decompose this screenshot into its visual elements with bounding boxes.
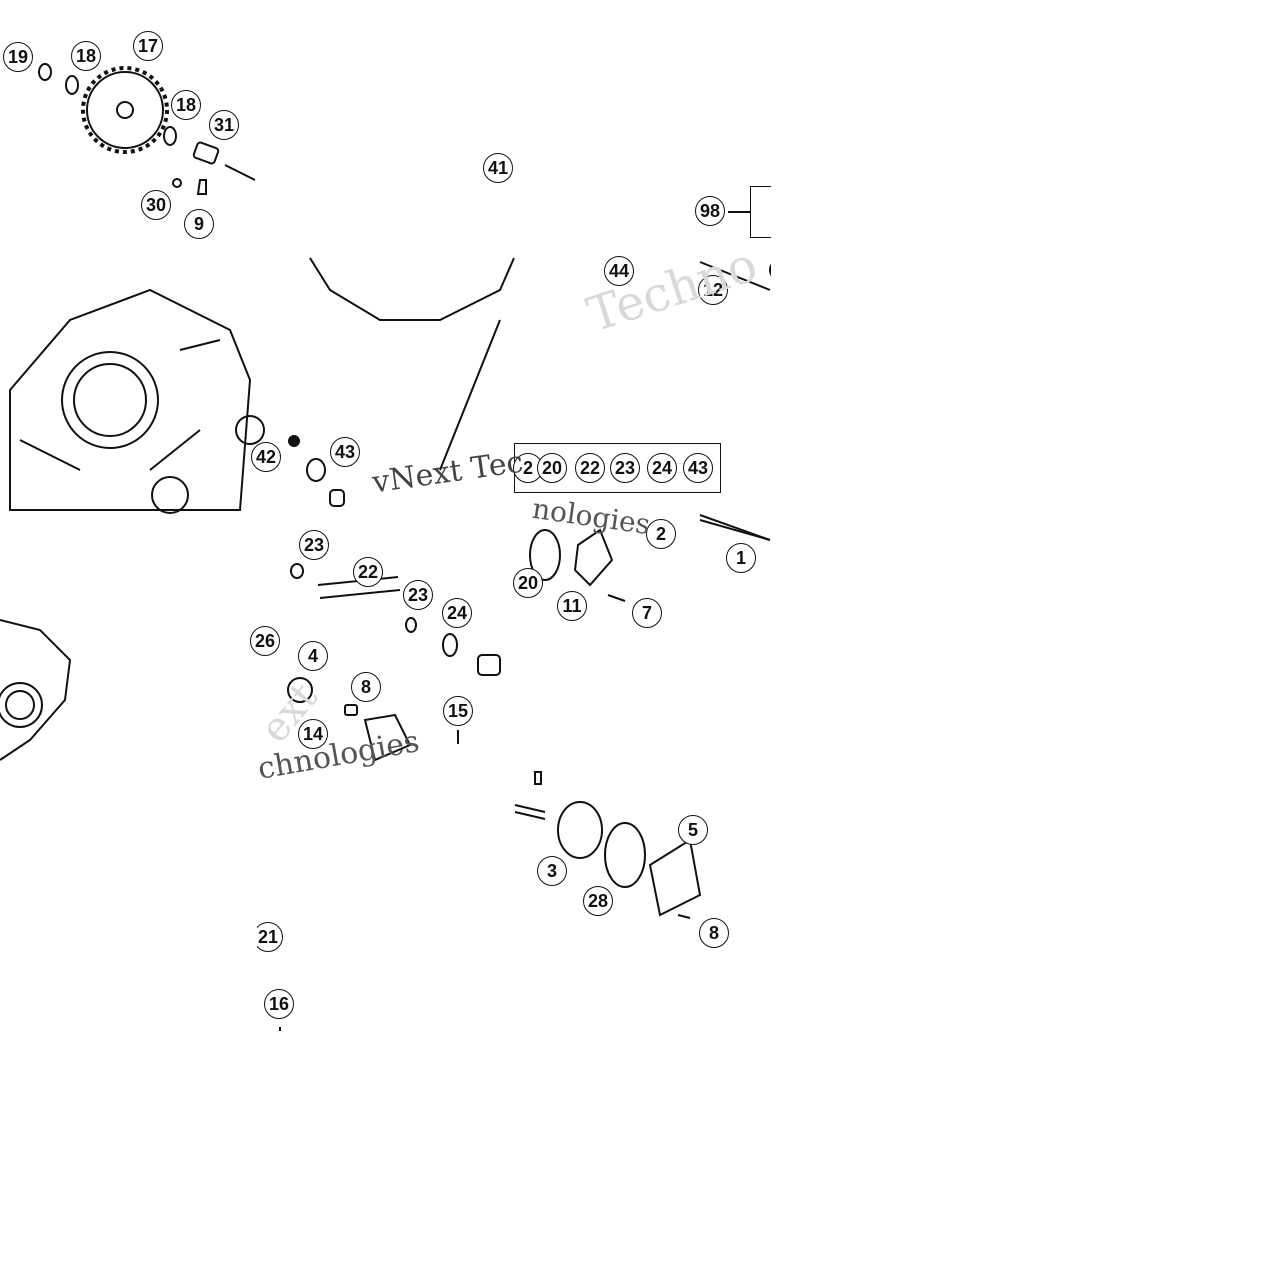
callout-bubble: 12: [698, 275, 728, 305]
blank-tile: [257, 1032, 771, 1285]
kit-callout: 23: [610, 453, 640, 483]
callout-bubble: 22: [353, 557, 383, 587]
callout-bubble: 23: [403, 580, 433, 610]
callout-bubble: 44: [604, 256, 634, 286]
callout-bubble: 28: [583, 886, 613, 916]
callout-bubble: 15: [443, 696, 473, 726]
callout-bubble: 21: [253, 922, 283, 952]
callout-bubble: 18: [71, 41, 101, 71]
blank-tile: [771, 0, 1285, 1285]
blank-tile: [514, 640, 771, 770]
callout-bubble: 98: [695, 196, 725, 226]
kit-callout: 20: [537, 453, 567, 483]
blank-tile: [257, 0, 483, 150]
callout-bubble: 7: [632, 598, 662, 628]
kit-reference-box: [750, 186, 772, 238]
callout-bubble: 3: [537, 856, 567, 886]
kit-callout: 24: [647, 453, 677, 483]
callout-bubble: 43: [330, 437, 360, 467]
callout-bubble: 20: [513, 568, 543, 598]
callout-bubble: 8: [699, 918, 729, 948]
callout-bubble: 31: [209, 110, 239, 140]
callout-bubble: 5: [678, 815, 708, 845]
callout-bubble: 8: [351, 672, 381, 702]
callout-bubble: 18: [171, 90, 201, 120]
callout-bubble: 9: [184, 209, 214, 239]
callout-bubble: 11: [557, 591, 587, 621]
callout-bubble: 17: [133, 31, 163, 61]
callout-bubble: 26: [250, 626, 280, 656]
callout-bubble: 42: [251, 442, 281, 472]
callout-bubble: 16: [264, 989, 294, 1019]
callout-bubble: 41: [483, 153, 513, 183]
callout-bubble: 24: [442, 598, 472, 628]
blank-tile: [0, 771, 257, 1285]
kit-callout: 43: [683, 453, 713, 483]
callout-bubble: 23: [299, 530, 329, 560]
kit-callout: 22: [575, 453, 605, 483]
callout-bubble: 19: [3, 42, 33, 72]
callout-bubble: 30: [141, 190, 171, 220]
callout-bubble: 14: [298, 719, 328, 749]
callout-bubble: 4: [298, 641, 328, 671]
callout-bubble: 2: [646, 519, 676, 549]
callout-bubble: 1: [726, 543, 756, 573]
